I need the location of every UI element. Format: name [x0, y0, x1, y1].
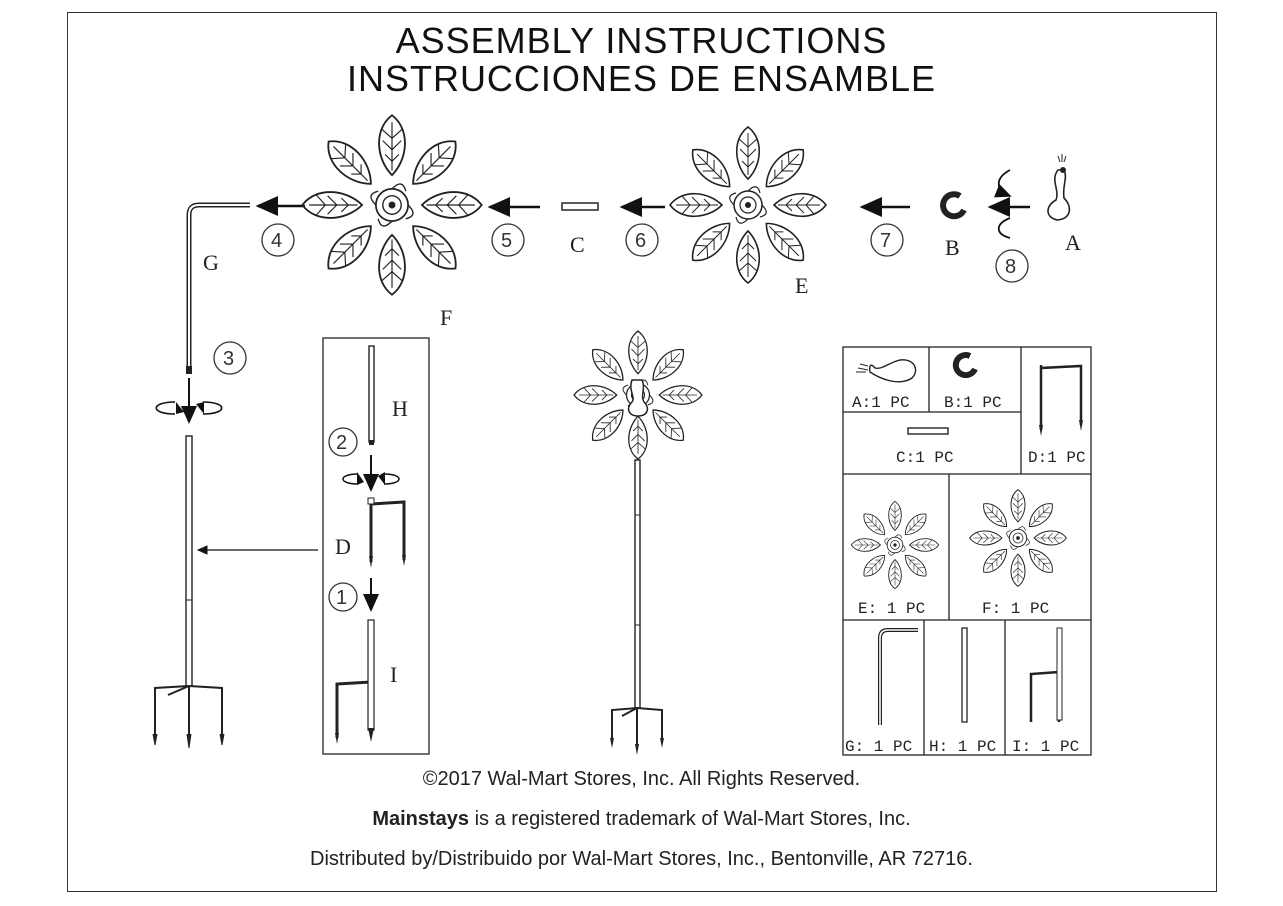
parts-f-count: F: 1 PC [982, 600, 1049, 618]
parts-d-count: D:1 PC [1028, 449, 1086, 467]
detail-box [322, 337, 430, 755]
parts-a-count: A:1 PC [852, 394, 910, 412]
step-8-label: 8 [1005, 256, 1016, 278]
title-spanish: INSTRUCCIONES DE ENSAMBLE [346, 58, 937, 99]
trademark-line: Mainstays is a registered trademark of W… [0, 808, 1283, 831]
grid-bar-c [907, 427, 949, 435]
label-b: B [945, 235, 960, 260]
distributor-line: Distributed by/Distribuido por Wal-Mart … [310, 848, 973, 870]
label-d: D [335, 534, 351, 559]
label-e: E [795, 273, 808, 298]
part-a-peacock [1047, 154, 1071, 221]
part-f-flower [302, 115, 481, 294]
part-g-rod [186, 202, 250, 374]
grid-ring-b [952, 352, 978, 379]
parts-e-count: E: 1 PC [858, 600, 925, 618]
part-h-rod [368, 345, 375, 443]
parts-list-grid [842, 346, 1092, 756]
step-2-label: 2 [336, 432, 347, 454]
parts-i-count: I: 1 PC [1012, 738, 1079, 756]
left-pole [152, 435, 225, 749]
trademark-text: is a registered trademark of Wal-Mart St… [469, 808, 911, 830]
label-c: C [570, 232, 585, 257]
assembled-spinner [574, 331, 702, 755]
label-g: G [203, 250, 219, 275]
parts-h-count: H: 1 PC [929, 738, 996, 756]
part-i-stake [335, 619, 375, 744]
step-circles-top [213, 223, 1029, 375]
label-h: H [392, 396, 408, 421]
step-1-label: 1 [336, 587, 347, 609]
grid-rod-g [878, 628, 918, 725]
grid-flower-e [851, 501, 938, 588]
part-e-flower [670, 127, 826, 283]
part-b-ring [940, 191, 967, 220]
page-border [67, 12, 1217, 892]
grid-stake-i [1029, 627, 1063, 722]
step-7-label: 7 [880, 230, 891, 252]
part-d-stake [367, 497, 406, 568]
part-c-bar [561, 202, 599, 211]
label-a: A [1065, 230, 1081, 255]
step-4-label: 4 [271, 230, 282, 252]
step-3-label: 3 [223, 348, 234, 370]
label-f: F [440, 305, 452, 330]
label-i: I [390, 662, 397, 687]
grid-rod-h [961, 627, 968, 723]
grid-flower-f [970, 490, 1067, 587]
parts-g-count: G: 1 PC [845, 738, 912, 756]
parts-b-count: B:1 PC [944, 394, 1002, 412]
grid-peacock-a [856, 359, 917, 383]
copyright-line: ©2017 Wal-Mart Stores, Inc. All Rights R… [422, 768, 861, 790]
parts-c-count: C:1 PC [896, 449, 954, 467]
grid-stake-d [1039, 364, 1083, 436]
step-6-label: 6 [635, 230, 646, 252]
step-5-label: 5 [501, 230, 512, 252]
brand-name: Mainstays [372, 808, 470, 830]
title-english: ASSEMBLY INSTRUCTIONS [395, 20, 888, 61]
